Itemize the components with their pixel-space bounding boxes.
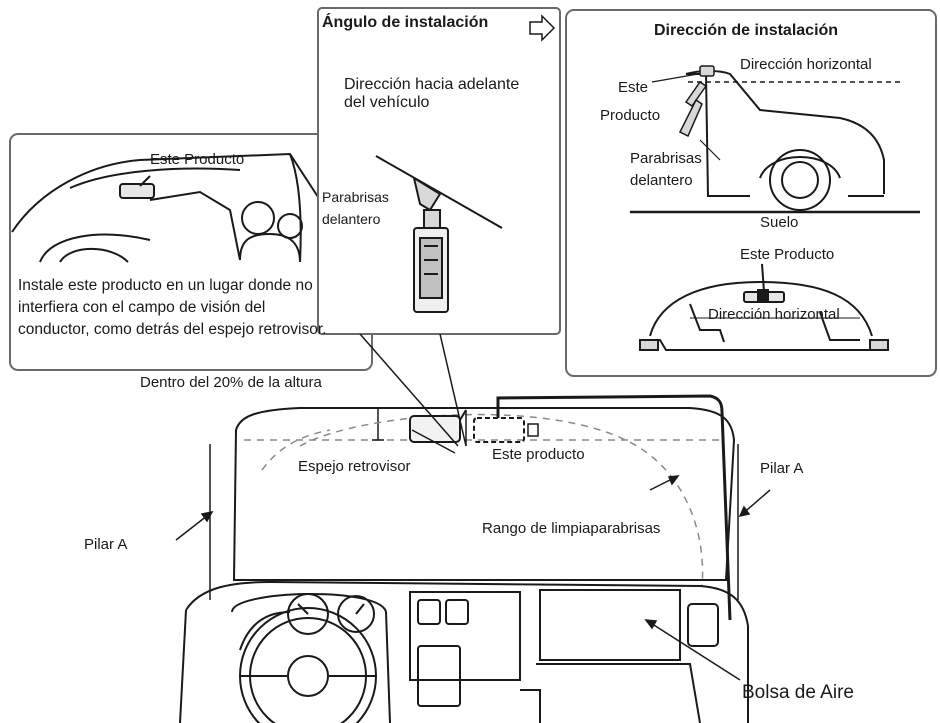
direction-panel-title: Dirección de instalación xyxy=(654,22,839,39)
dashboard xyxy=(179,580,749,723)
a-pillar-right-label: Pilar A xyxy=(760,460,804,477)
power-cable xyxy=(496,394,732,621)
front-view-este-producto-label: Este Producto xyxy=(740,246,835,263)
direction-arrow-icon xyxy=(529,14,556,42)
wiper-range-arc-left xyxy=(261,429,331,471)
installation-instruction-text: Instale este producto en un lugar donde … xyxy=(18,277,327,338)
steering-wheel xyxy=(239,593,377,723)
right-horizontal-direction-label: Dirección horizontal xyxy=(740,56,872,73)
front-view-horizontal-label: Dirección horizontal xyxy=(708,306,840,323)
wiper-range-arc xyxy=(299,413,704,587)
product-label: Este producto xyxy=(492,446,585,463)
left-este-producto-label: Este Producto xyxy=(150,151,245,168)
forward-direction-label: Dirección hacia adelante del vehículo xyxy=(344,76,520,111)
windshield-label-right: Parabrisas delantero xyxy=(630,150,702,189)
right-este-producto-label: Este Producto xyxy=(600,79,661,124)
right-panel xyxy=(565,9,937,377)
windshield xyxy=(232,407,736,581)
a-pillar-left-label: Pilar A xyxy=(84,536,128,553)
dashcam-product xyxy=(473,417,539,443)
windshield-label-middle: Parabrisas delantero xyxy=(322,189,389,227)
height-dimension-marker xyxy=(372,407,384,441)
wiper-range-label: Rango de limpiaparabrisas xyxy=(482,520,661,537)
height-limit-label: Dentro del 20% de la altura xyxy=(140,374,322,391)
airbag-label: Bolsa de Aire xyxy=(742,682,854,703)
angle-panel-title: Ángulo de instalación xyxy=(322,14,489,31)
ground-label: Suelo xyxy=(760,214,799,231)
left-panel xyxy=(9,133,373,371)
rearview-mirror-label: Espejo retrovisor xyxy=(298,458,411,475)
middle-panel xyxy=(317,7,561,447)
leader-lines xyxy=(175,429,771,681)
